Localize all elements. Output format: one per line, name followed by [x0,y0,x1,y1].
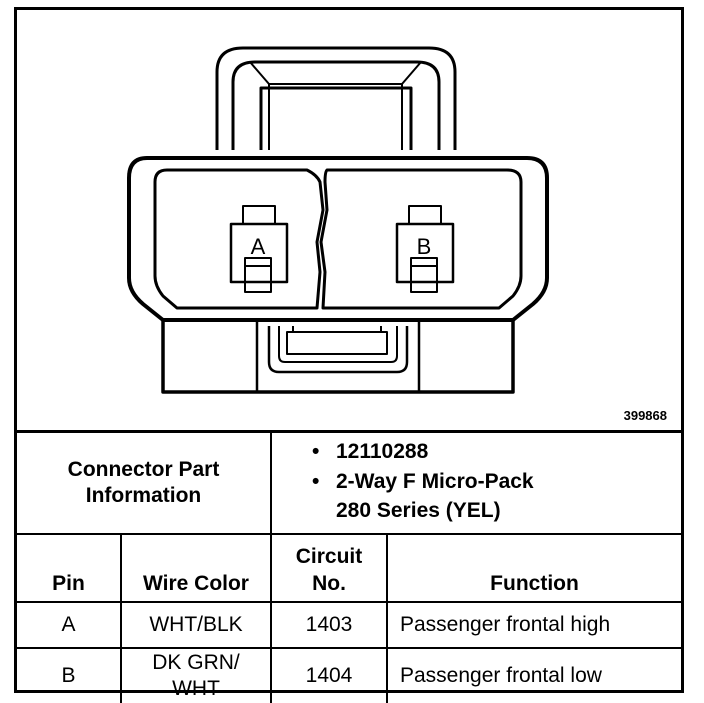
header-wire-color: Wire Color [120,533,272,603]
connector-latch [215,46,457,150]
terminal-b: B [395,205,455,293]
row-a-pin: A [17,601,122,649]
row-b-circuit: 1404 [270,647,388,703]
figure-number: 399868 [623,408,667,423]
part-number-item: 12110288 [312,437,681,467]
pin-label-a: A [251,234,266,259]
row-b-wire-color: DK GRN/ WHT [120,647,272,703]
header-pin: Pin [17,533,122,603]
part-description-item: 2-Way F Micro-Pack 280 Series (YEL) [312,467,681,525]
pin-label-b: B [417,234,432,259]
row-b-function: Passenger frontal low [386,647,681,703]
connector-drawing: A B [127,46,549,394]
connector-diagram: A B 399868 [17,10,681,430]
part-info-label-line2: Information [85,484,202,507]
connector-body [127,156,549,322]
table-row: A WHT/BLK 1403 Passenger frontal high [17,601,681,649]
connector-frame: A B 399868 [14,7,684,703]
terminal-a: A [229,205,289,293]
part-info-label-line1: Connector Part [67,458,220,481]
header-function: Function [386,533,681,603]
table-header-row: Pin Wire Color Circuit No. Function [17,533,681,603]
row-a-function: Passenger frontal high [386,601,681,649]
row-a-circuit: 1403 [270,601,388,649]
row-a-wire-color: WHT/BLK [120,601,272,649]
row-b-pin: B [17,647,122,703]
connector-info-table: Connector Part Information 12110288 2-Wa… [17,430,681,703]
part-info-row: Connector Part Information 12110288 2-Wa… [17,430,681,535]
part-info-label: Connector Part Information [17,430,272,535]
table-row: B DK GRN/ WHT 1404 Passenger frontal low [17,647,681,703]
header-circuit: Circuit No. [270,533,388,603]
part-info-details: 12110288 2-Way F Micro-Pack 280 Series (… [270,430,681,535]
connector-skirt [161,320,515,394]
